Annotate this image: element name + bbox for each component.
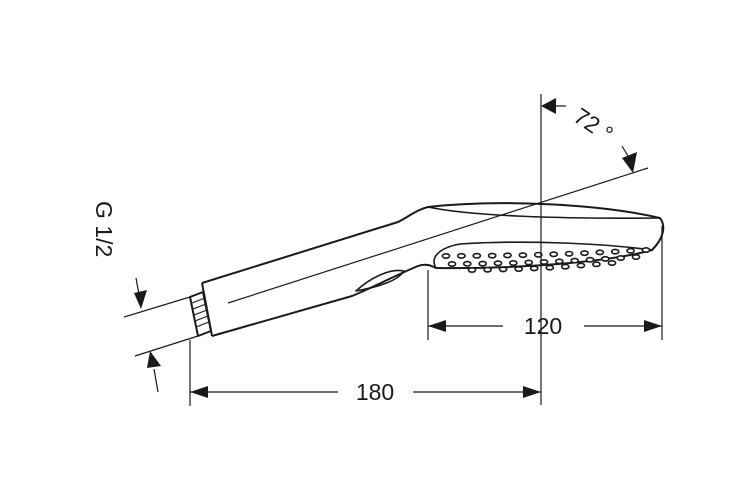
- angle-dimension: 72 °: [541, 98, 637, 173]
- spray-nozzle: [533, 251, 543, 258]
- spray-nozzle: [626, 247, 635, 254]
- handle-bottom-edge: [211, 263, 437, 337]
- thread-arrow-bottom: [147, 351, 161, 368]
- hand-shower-body: [189, 202, 665, 337]
- spray-nozzle: [498, 266, 508, 273]
- spray-nozzle: [447, 260, 457, 267]
- spray-nozzle: [570, 257, 580, 264]
- spray-nozzle: [503, 252, 512, 259]
- spray-nozzle: [518, 252, 528, 259]
- spray-nozzle: [545, 264, 555, 271]
- thread-extension-top: [123, 296, 191, 318]
- spray-nozzle: [576, 262, 586, 269]
- spray-nozzles: [441, 247, 651, 273]
- spray-nozzle: [554, 258, 564, 265]
- spray-nozzle: [483, 266, 492, 273]
- spray-nozzle: [549, 251, 559, 258]
- spray-nozzle: [472, 252, 482, 259]
- length-dimension: 180: [189, 340, 541, 406]
- spray-nozzle: [478, 260, 488, 267]
- angle-label: 72 °: [569, 103, 618, 148]
- spray-nozzle: [580, 250, 589, 257]
- spray-nozzle: [595, 249, 605, 256]
- spray-nozzle: [462, 260, 472, 267]
- handle-axis-line: [227, 167, 649, 304]
- length-arrow-left: [190, 386, 208, 398]
- center-lines: [227, 94, 649, 405]
- thread-arrow-top: [134, 290, 147, 309]
- head-front-rim: [435, 217, 665, 270]
- angle-arrow-left: [541, 98, 556, 114]
- spray-nozzle: [592, 261, 601, 268]
- length-label: 180: [356, 379, 394, 405]
- head-arrow-left: [428, 320, 446, 332]
- thread-dimension: G 1/2: [91, 201, 199, 393]
- spray-nozzle: [524, 259, 534, 266]
- thread-extension-bottom: [134, 335, 199, 357]
- mode-button: [355, 269, 405, 292]
- spray-nozzle: [487, 252, 497, 259]
- spray-nozzle: [456, 252, 466, 259]
- length-arrow-right: [523, 386, 541, 398]
- spray-nozzle: [564, 250, 574, 257]
- spray-nozzle: [514, 265, 524, 272]
- handle-top-edge: [201, 206, 429, 284]
- thread-label: G 1/2: [91, 201, 117, 257]
- spray-nozzle: [610, 248, 620, 255]
- spray-nozzle: [600, 255, 610, 262]
- head-dimension: 120: [427, 226, 663, 340]
- head-top-contour: [427, 202, 661, 219]
- spray-nozzle: [585, 256, 595, 263]
- spray-nozzle: [508, 259, 518, 266]
- spray-nozzle: [641, 247, 651, 254]
- spray-nozzle: [529, 265, 539, 272]
- spray-nozzle: [467, 266, 477, 273]
- spray-nozzle: [616, 255, 626, 262]
- spray-face-curve: [433, 241, 653, 269]
- head-inner-ridge: [427, 206, 661, 219]
- head-arrow-right: [644, 320, 662, 332]
- spray-nozzle: [631, 254, 641, 261]
- head-label: 120: [524, 313, 562, 339]
- spray-nozzle: [560, 263, 570, 270]
- spray-nozzle: [493, 260, 503, 267]
- angle-arrow-right: [622, 152, 637, 173]
- spray-nozzle: [441, 253, 451, 260]
- spray-nozzle: [607, 259, 617, 266]
- thread-connector: [189, 291, 212, 337]
